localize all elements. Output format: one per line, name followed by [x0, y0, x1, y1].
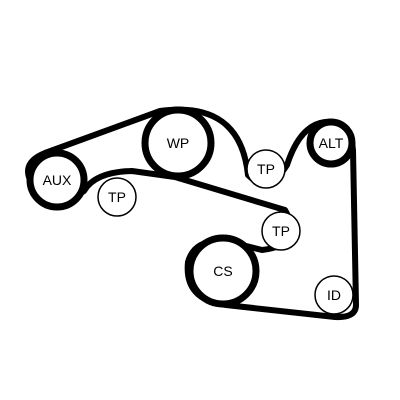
aux-pulley: AUX [26, 149, 88, 211]
wp-pulley-circle [141, 106, 215, 180]
alt-pulley: ALT [306, 118, 356, 168]
tp-lower-left-pulley: TP [97, 177, 137, 217]
cs-pulley-label: CS [213, 263, 232, 279]
cs-pulley: CS [186, 234, 260, 308]
aux-pulley-circle [26, 149, 88, 211]
tp-right-pulley-circle [261, 211, 301, 251]
alt-pulley-circle [306, 118, 356, 168]
id-pulley: ID [314, 275, 354, 315]
id-pulley-label: ID [327, 287, 341, 303]
tp-middle-pulley-label: TP [257, 161, 275, 177]
aux-pulley-label: AUX [43, 172, 72, 188]
tp-right-pulley: TP [261, 211, 301, 251]
alt-pulley-label: ALT [319, 135, 344, 151]
tp-middle-pulley: TP [246, 149, 286, 189]
tp-lower-left-pulley-circle [97, 177, 137, 217]
wp-pulley-label: WP [167, 135, 190, 151]
wp-pulley: WP [141, 106, 215, 180]
cs-pulley-circle [186, 234, 260, 308]
tp-lower-left-pulley-label: TP [108, 189, 126, 205]
tp-middle-pulley-circle [246, 149, 286, 189]
id-pulley-circle [314, 275, 354, 315]
tp-right-pulley-label: TP [272, 223, 290, 239]
